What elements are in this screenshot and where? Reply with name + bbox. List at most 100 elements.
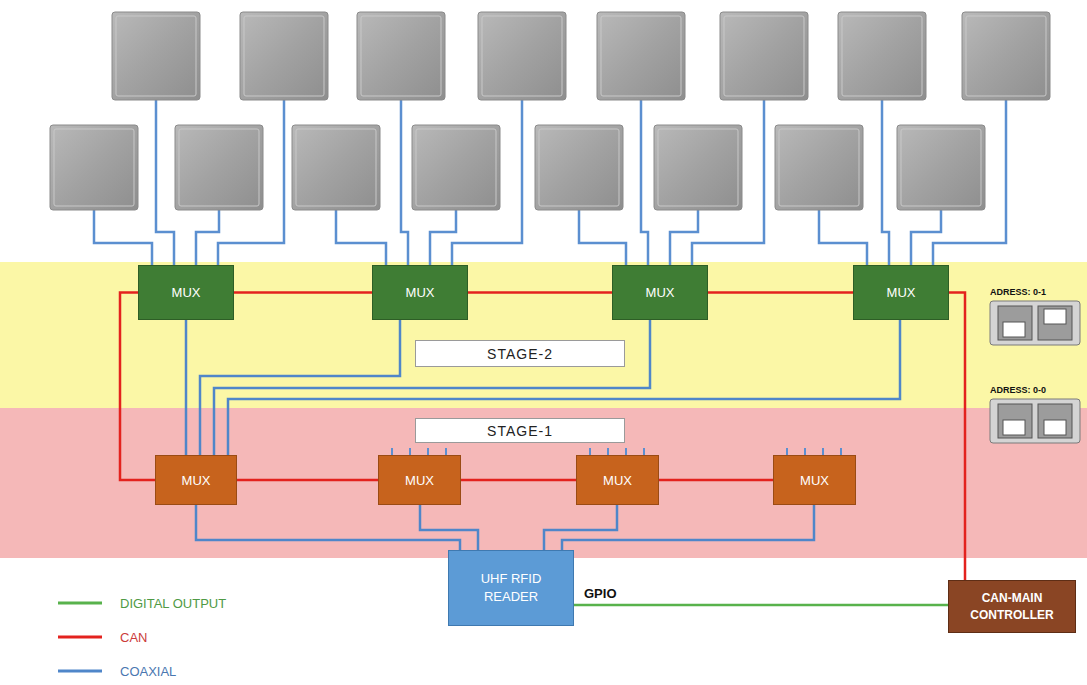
can-bus-line [461,479,576,482]
antenna-panel [478,12,566,100]
node-text: MUX [603,473,632,488]
port-stub [804,448,806,455]
antenna-panel [292,125,380,210]
antenna-bevel [842,16,922,96]
antenna-panel [175,125,263,210]
coaxial-cable [196,210,219,265]
antenna-panel [654,125,742,210]
port-stub [643,448,645,455]
stage-1-band [0,408,1087,558]
antenna-bevel [482,16,562,96]
mux-box: MUX [853,265,949,320]
legend-swatch [58,636,102,639]
legend-text: DIGITAL OUTPUT [120,596,226,611]
antenna-bevel [658,129,738,206]
coaxial-cable [641,100,648,265]
mux-box: MUX [155,455,237,505]
antenna-bevel [539,129,619,206]
antenna-panel [720,12,808,100]
antenna-panel [357,12,445,100]
coaxial-line [544,505,617,550]
mux-box: MUX [612,265,708,320]
antenna-bevel [416,129,496,206]
node-text: MUX [800,473,829,488]
coaxial-cable [156,100,174,265]
antenna-panel [240,12,328,100]
port-stub [445,448,447,455]
node-text: MUX [406,285,435,300]
coaxial-line [185,320,188,455]
antenna-bevel [116,16,196,96]
legend-row: DIGITAL OUTPUT [102,593,226,613]
antenna-panel [838,12,926,100]
legend-row: COAXIAL [102,661,176,681]
antenna-panel [897,125,985,210]
coaxial-cable [336,210,386,265]
node-text: UHF RFID READER [459,570,563,605]
antenna-bevel [296,129,376,206]
antenna-array [50,12,1050,210]
antenna-bevel [244,16,324,96]
antenna-bevel [901,129,981,206]
can-bus-line [237,479,378,482]
port-stub [391,448,393,455]
antenna-panel [50,125,138,210]
antenna-bevel [179,129,259,206]
can-bus-line [949,293,965,581]
can-bus-line [468,291,612,294]
mux-box: MUX [372,265,468,320]
address-label: ADRESS: 0-0 [990,385,1046,395]
coaxial-cable [401,100,408,265]
digital-line [574,604,948,607]
port-stub [589,448,591,455]
legend-row: CAN [102,627,147,647]
port-stub [427,448,429,455]
controller-box: CAN-MAIN CONTROLLER [948,580,1076,633]
legend-swatch [58,670,102,673]
legend-text: COAXIAL [120,664,176,679]
coaxial-cable [579,210,626,265]
node-text: CAN-MAIN CONTROLLER [957,590,1067,622]
node-text: STAGE-1 [487,423,553,439]
antenna-panel [775,125,863,210]
node-text: STAGE-2 [487,346,553,362]
antenna-panel [962,12,1050,100]
legend-swatch [58,602,102,605]
coaxial-cable [94,210,152,265]
address-label: ADRESS: 0-1 [990,287,1046,297]
stage-2-band [0,262,1087,408]
coaxial-cable [670,210,698,265]
coaxial-line [228,320,900,455]
mux-port-stubs [392,448,841,455]
mux-box: MUX [773,455,856,505]
can-bus-line [708,291,853,294]
mux-box: MUX [138,265,234,320]
can-bus-line [659,479,773,482]
antenna-bevel [361,16,441,96]
mux-box: MUX [378,455,461,505]
coaxial-cable [882,100,889,265]
port-stub [840,448,842,455]
antenna-panel [535,125,623,210]
antenna-bevel [724,16,804,96]
node-text: MUX [887,285,916,300]
can-bus-line [120,293,155,481]
port-stub [625,448,627,455]
port-stub [822,448,824,455]
stage-label-box: STAGE-2 [415,340,625,367]
port-stub [607,448,609,455]
port-stub [786,448,788,455]
antenna-panel [597,12,685,100]
antenna-bevel [54,129,134,206]
port-stub [409,448,411,455]
coaxial-cable [911,210,941,265]
reader-box: UHF RFID READER [448,550,574,626]
antenna-bevel [779,129,859,206]
mux-box: MUX [576,455,659,505]
legend-text: CAN [120,630,147,645]
node-text: MUX [182,473,211,488]
node-text: MUX [405,473,434,488]
antenna-bevel [601,16,681,96]
coaxial-cable [819,210,867,265]
address-switch [990,301,1080,345]
